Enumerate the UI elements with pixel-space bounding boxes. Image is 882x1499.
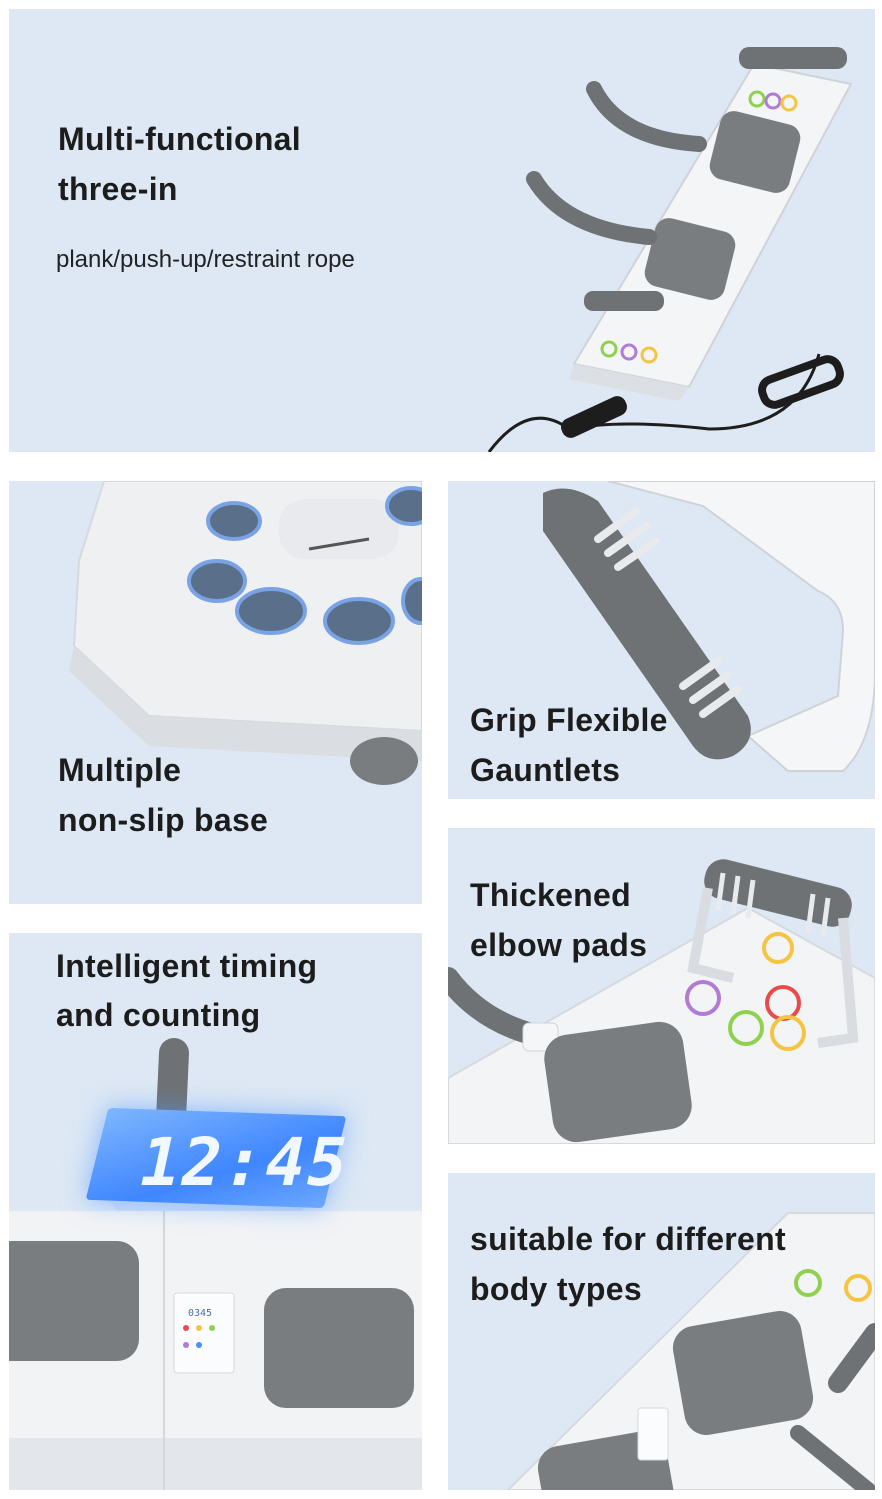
timing-title-line1: Intelligent timing bbox=[56, 948, 318, 984]
elbow-pads-panel: Thickened elbow pads bbox=[448, 828, 875, 1144]
push-up-board-illustration bbox=[487, 47, 853, 452]
grip-panel: Grip Flexible Gauntlets bbox=[448, 481, 875, 799]
base-title-line2: non-slip base bbox=[58, 802, 269, 838]
non-slip-base-panel: Multiple non-slip base bbox=[9, 481, 422, 904]
body-types-illustration bbox=[506, 1212, 875, 1490]
timing-board-illustration bbox=[9, 1038, 422, 1490]
elbow-title-line1: Thickened bbox=[470, 877, 631, 913]
panel-digits: 0345 bbox=[188, 1308, 213, 1319]
elbow-pad-illustration bbox=[448, 859, 875, 1144]
grip-title-line1: Grip Flexible bbox=[470, 702, 668, 738]
hero-title-line2: three-in bbox=[58, 171, 178, 207]
body-title-line1: suitable for different bbox=[470, 1221, 786, 1257]
timing-panel: 12:45 0345 Intelligent timing and counti… bbox=[9, 933, 422, 1490]
base-title-line1: Multiple bbox=[58, 752, 182, 788]
elbow-title-line2: elbow pads bbox=[470, 927, 648, 963]
timing-title-line2: and counting bbox=[56, 997, 261, 1033]
hero-subtitle: plank/push-up/restraint rope bbox=[56, 246, 355, 273]
grip-handle-illustration bbox=[543, 481, 875, 772]
hero-panel: Multi-functional three-in plank/push-up/… bbox=[9, 9, 875, 452]
grip-title-line2: Gauntlets bbox=[470, 752, 621, 788]
hero-title-line1: Multi-functional bbox=[58, 121, 301, 157]
lcd-display-digits: 12:45 bbox=[131, 1124, 357, 1201]
body-title-line2: body types bbox=[470, 1271, 642, 1307]
non-slip-base-illustration bbox=[69, 481, 422, 785]
body-types-panel: suitable for different body types bbox=[448, 1173, 875, 1490]
